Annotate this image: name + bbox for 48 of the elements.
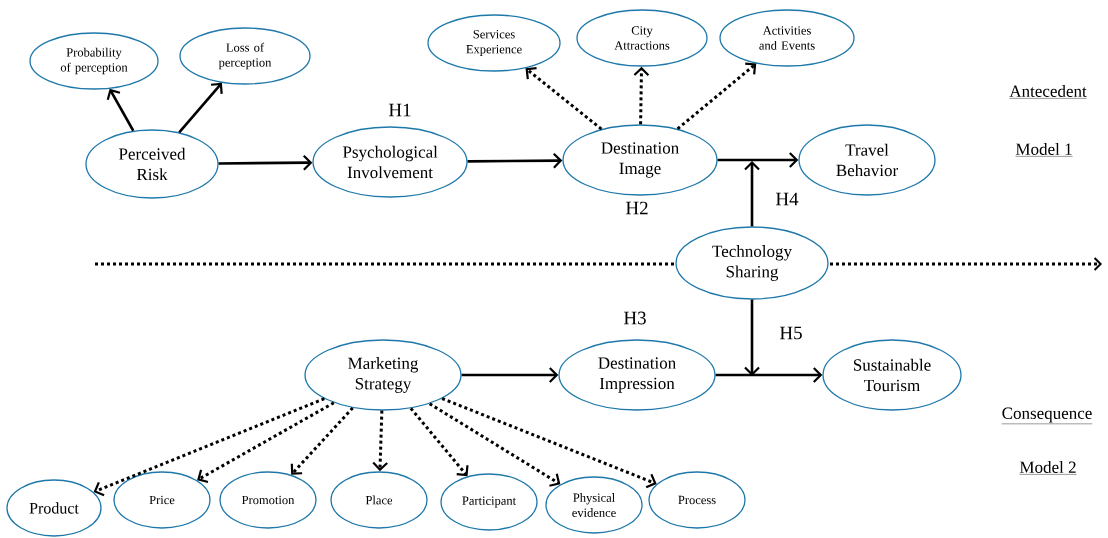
- arrow: [717, 152, 799, 168]
- model-label: Antecedent: [1009, 85, 1087, 99]
- ellipse-node: Probability of perception: [29, 32, 159, 90]
- model-label: Model 2: [1019, 461, 1077, 475]
- model-label: Model 1: [1015, 143, 1073, 157]
- ellipse-node: Place: [330, 471, 428, 529]
- arrow: [178, 82, 223, 134]
- arrow: [372, 410, 388, 472]
- hypothesis-label: H5: [779, 326, 802, 340]
- arrow: [441, 397, 657, 489]
- ellipse-node: Promotion: [219, 471, 317, 529]
- hypothesis-label: H4: [775, 192, 799, 206]
- ellipse-node: Services Experience: [427, 14, 561, 72]
- ellipse-node: Marketing Strategy: [304, 339, 462, 411]
- arrow: [290, 406, 354, 475]
- hypothesis-label: H2: [625, 201, 648, 215]
- hypothesis-label: H1: [388, 103, 411, 117]
- arrow: [197, 401, 335, 484]
- arrow: [744, 161, 760, 227]
- ellipse-node: Price: [113, 471, 211, 529]
- arrow: [744, 299, 760, 376]
- ellipse-node: Process: [648, 471, 746, 529]
- ellipse-node: Loss of perception: [179, 27, 311, 85]
- ellipse-node: Participant: [440, 473, 538, 531]
- arrow: [218, 154, 313, 171]
- model-label: Consequence: [1001, 407, 1093, 425]
- ellipse-node: Psychological Involvement: [312, 126, 468, 198]
- arrow: [715, 367, 823, 383]
- arrow: [428, 402, 561, 487]
- arrow: [525, 67, 603, 131]
- ellipse-node: Travel Behavior: [798, 124, 936, 196]
- ellipse-node: Destination Image: [562, 124, 718, 196]
- arrow: [93, 397, 325, 497]
- ellipse-node: Product: [6, 479, 102, 537]
- ellipse-node: Destination Impression: [558, 339, 716, 411]
- arrow: [676, 62, 757, 130]
- ellipse-node: Technology Sharing: [675, 226, 829, 300]
- arrow: [467, 152, 563, 169]
- arrow: [633, 66, 650, 125]
- ellipse-node: Perceived Risk: [85, 129, 219, 199]
- arrow: [461, 367, 559, 383]
- ellipse-node: Sustainable Tourism: [822, 339, 962, 411]
- ellipse-node: City Attractions: [576, 9, 708, 67]
- arrow: [409, 407, 469, 477]
- ellipse-node: Activities and Events: [719, 9, 855, 67]
- ellipse-node: Physical evidence: [545, 476, 643, 534]
- arrow: [106, 88, 135, 132]
- hypothesis-label: H3: [623, 311, 646, 325]
